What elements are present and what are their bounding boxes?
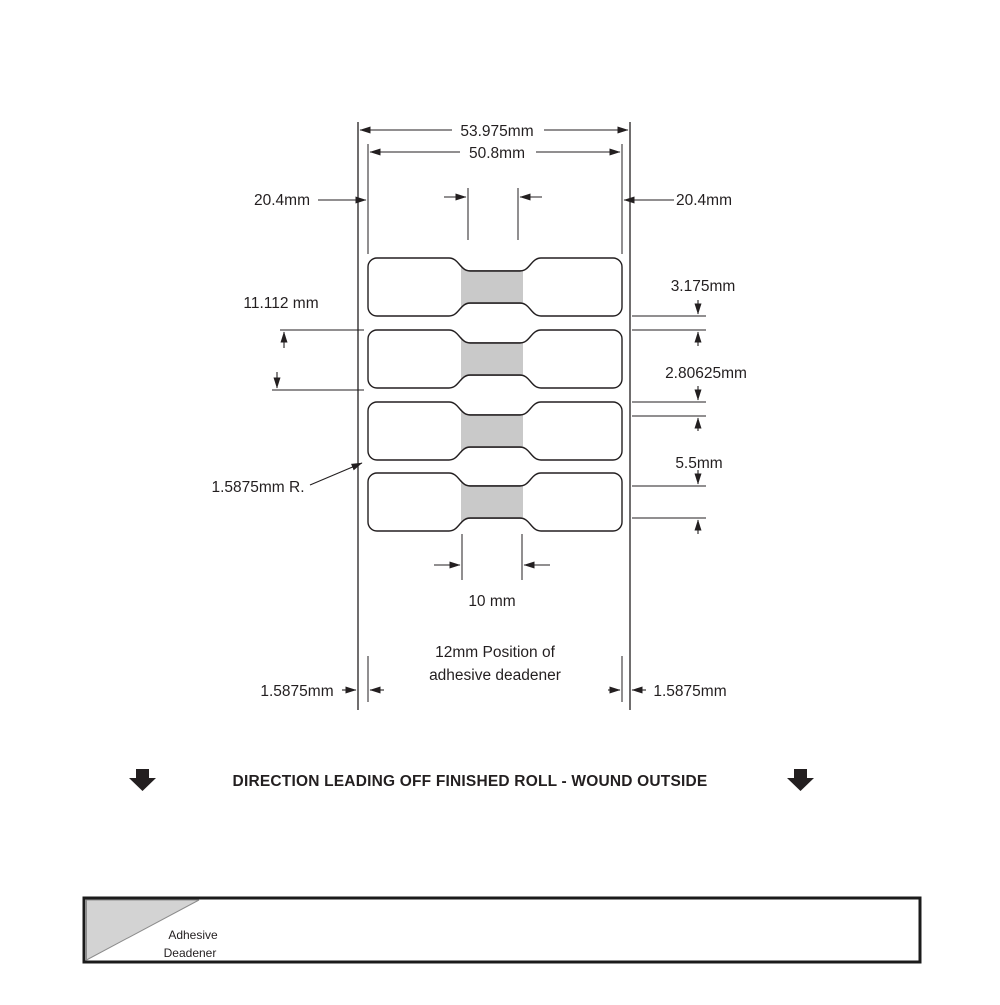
legend: Adhesive Deadener [82, 896, 922, 964]
dim-deadener-offset-right: 20.4mm [676, 192, 732, 209]
dim-liner-margin-left: 1.5875mm [260, 683, 333, 700]
legend-deadener-label: Deadener [164, 946, 217, 960]
dim-label-width: 50.8mm [469, 145, 525, 162]
dim-neck-inset: 2.80625mm [665, 365, 747, 382]
deadener-position-note-line2: adhesive deadener [429, 667, 561, 684]
corner-radius-leader [309, 462, 363, 486]
dim-text-mask-2 [460, 143, 536, 162]
dim-neck-height: 5.5mm [675, 455, 722, 472]
direction-heading: DIRECTION LEADING OFF FINISHED ROLL - WO… [233, 773, 708, 790]
label-shapes [367, 257, 623, 532]
dim-deadener-offset-left: 20.4mm [254, 192, 310, 209]
dim-text-mask-1 [452, 121, 544, 140]
roll-direction: DIRECTION LEADING OFF FINISHED ROLL - WO… [129, 769, 814, 791]
legend-adhesive-label: Adhesive [168, 928, 218, 942]
dim-deadener-width: 10 mm [468, 593, 515, 610]
extension-lines [272, 144, 706, 702]
legend-swatch-triangle [86, 899, 200, 961]
dimension-labels: 53.975mm 50.8mm 20.4mm 20.4mm 11.112 mm … [211, 123, 746, 700]
dim-liner-width: 53.975mm [460, 123, 533, 140]
roll-direction-arrow-right [787, 769, 814, 791]
legend-box [82, 896, 922, 964]
dim-label-height: 11.112 mm [243, 295, 318, 312]
liner-edges [357, 122, 631, 710]
deadener-position-note-line1: 12mm Position of [435, 644, 555, 661]
roll-direction-arrow-left [129, 769, 156, 791]
dim-label-gap: 3.175mm [671, 278, 736, 295]
corner-radius-callout: 1.5875mm R. [211, 479, 304, 496]
dim-liner-margin-right: 1.5875mm [653, 683, 726, 700]
